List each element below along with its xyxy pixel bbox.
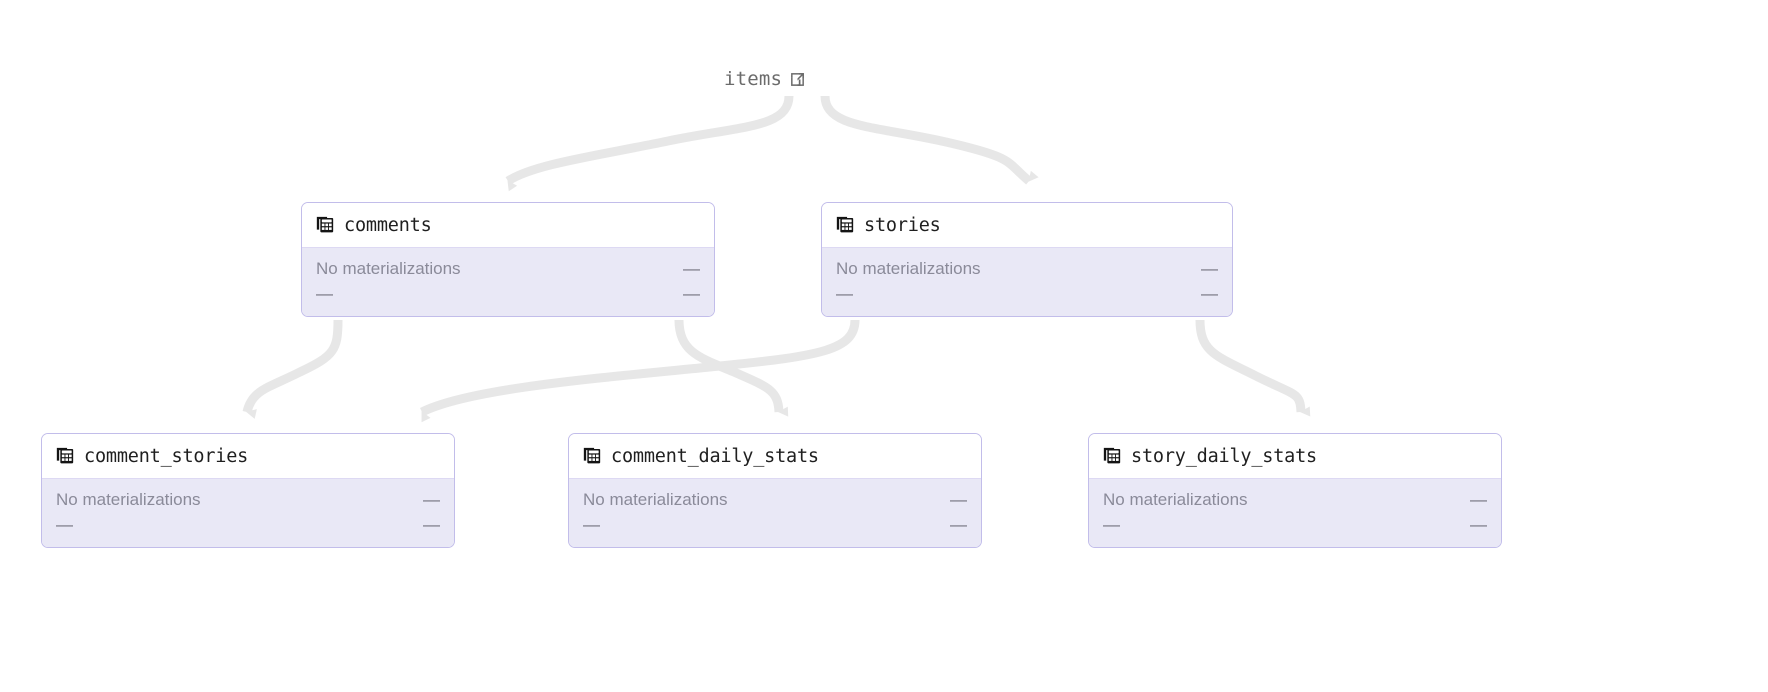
materialization-value: — — [1201, 258, 1218, 278]
materialization-value: — — [423, 489, 440, 509]
asset-node-status-row: No materializations — — [836, 256, 1218, 281]
asset-meta-left: — — [836, 283, 853, 303]
asset-node-header: comment_daily_stats — [569, 434, 981, 479]
group-label-items[interactable]: items — [724, 68, 806, 90]
table-icon — [55, 446, 75, 466]
asset-meta-left: — — [1103, 514, 1120, 534]
group-label-text: items — [724, 68, 783, 90]
materialization-status: No materializations — [583, 489, 728, 509]
edge-comments-to-comment_stories — [242, 319, 343, 419]
asset-node-comment_stories[interactable]: comment_stories No materializations — — … — [41, 433, 455, 548]
asset-node-status-row: No materializations — — [316, 256, 700, 281]
asset-node-title: comment_daily_stats — [611, 445, 819, 467]
asset-node-header: comment_stories — [42, 434, 454, 479]
asset-node-header: comments — [302, 203, 714, 248]
materialization-status: No materializations — [836, 258, 981, 278]
asset-meta-right: — — [950, 514, 967, 534]
materialization-status: No materializations — [316, 258, 461, 278]
edge-items-to-comments — [505, 95, 794, 192]
asset-meta-right: — — [683, 283, 700, 303]
edge-stories-to-comment_stories — [419, 319, 860, 423]
table-icon — [1102, 446, 1122, 466]
edge-stories-to-story_daily_stats — [1195, 319, 1311, 417]
asset-node-stories[interactable]: stories No materializations — — — — [821, 202, 1233, 317]
asset-node-meta-row: — — — [583, 512, 967, 537]
asset-meta-left: — — [316, 283, 333, 303]
asset-meta-left: — — [583, 514, 600, 534]
asset-node-body: No materializations — — — — [822, 248, 1232, 316]
asset-meta-right: — — [423, 514, 440, 534]
asset-node-header: story_daily_stats — [1089, 434, 1501, 479]
asset-node-status-row: No materializations — — [583, 487, 967, 512]
materialization-value: — — [683, 258, 700, 278]
asset-node-meta-row: — — — [56, 512, 440, 537]
asset-node-story_daily_stats[interactable]: story_daily_stats No materializations — … — [1088, 433, 1502, 548]
asset-node-title: story_daily_stats — [1131, 445, 1317, 467]
edge-comments-to-comment_daily_stats — [674, 319, 789, 417]
asset-node-body: No materializations — — — — [1089, 479, 1501, 547]
materialization-value: — — [1470, 489, 1487, 509]
asset-node-body: No materializations — — — — [42, 479, 454, 547]
asset-node-meta-row: — — — [836, 281, 1218, 306]
materialization-value: — — [950, 489, 967, 509]
asset-meta-left: — — [56, 514, 73, 534]
table-icon — [315, 215, 335, 235]
asset-node-header: stories — [822, 203, 1232, 248]
asset-node-status-row: No materializations — — [1103, 487, 1487, 512]
asset-node-meta-row: — — — [316, 281, 700, 306]
table-icon — [582, 446, 602, 466]
materialization-status: No materializations — [56, 489, 201, 509]
asset-node-body: No materializations — — — — [569, 479, 981, 547]
asset-node-title: comment_stories — [84, 445, 249, 467]
asset-node-meta-row: — — — [1103, 512, 1487, 537]
asset-node-comments[interactable]: comments No materializations — — — — [301, 202, 715, 317]
asset-meta-right: — — [1470, 514, 1487, 534]
asset-node-comment_daily_stats[interactable]: comment_daily_stats No materializations … — [568, 433, 982, 548]
edge-items-to-stories — [820, 95, 1039, 185]
asset-node-title: comments — [344, 214, 432, 236]
asset-meta-right: — — [1201, 283, 1218, 303]
asset-node-body: No materializations — — — — [302, 248, 714, 316]
materialization-status: No materializations — [1103, 489, 1248, 509]
external-link-icon[interactable] — [789, 71, 806, 88]
asset-node-status-row: No materializations — — [56, 487, 440, 512]
table-icon — [835, 215, 855, 235]
asset-node-title: stories — [864, 214, 941, 236]
